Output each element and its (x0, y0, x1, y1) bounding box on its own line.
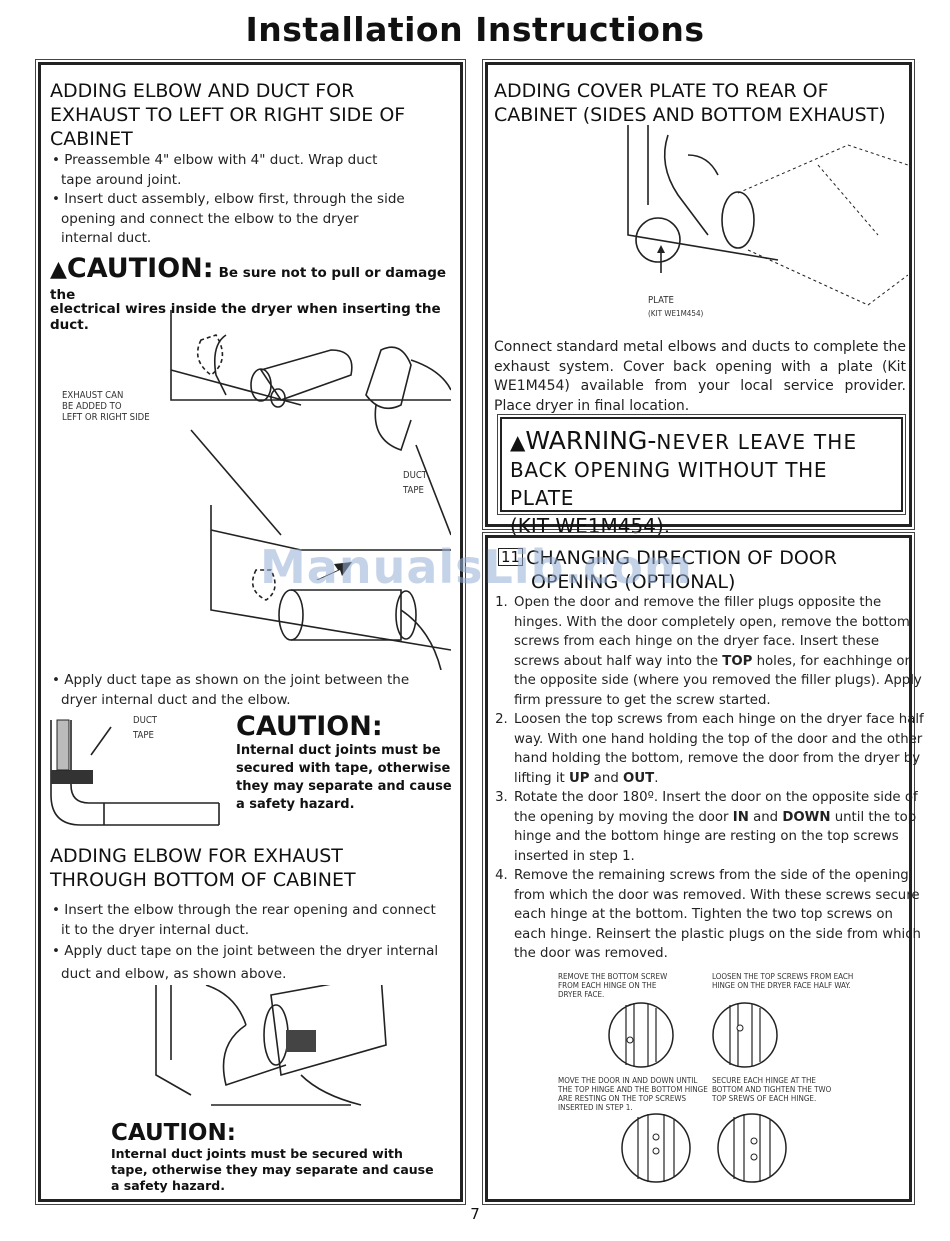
cover-plate-body: Connect standard metal elbows and ducts … (494, 339, 906, 414)
list-item: • Insert the elbow through the rear open… (52, 902, 436, 938)
warning-triangle-icon: ▲ (50, 257, 67, 282)
left-panel: ADDING ELBOW AND DUCT FOR EXHAUST TO LEF… (35, 59, 466, 1205)
page-number: 7 (470, 1205, 480, 1223)
hinge-figure-secure (717, 1113, 787, 1183)
caution-block-bottom: CAUTION: Internal duct joints must be se… (111, 1120, 434, 1193)
fig-label-remove-screw: REMOVE THE BOTTOM SCREW FROM EACH HINGE … (558, 972, 668, 999)
list-item: • Insert duct assembly, elbow first, thr… (52, 191, 405, 246)
watermark: ManualsLib.com (260, 540, 693, 594)
section-heading-cover-plate: ADDING COVER PLATE TO REAR OF CABINET (S… (494, 80, 886, 126)
section-heading-side-exhaust: ADDING ELBOW AND DUCT FOR EXHAUST TO LEF… (50, 80, 406, 150)
list-item: • Apply duct tape on the joint between t… (52, 943, 439, 982)
side-exhaust-illustration (170, 310, 451, 670)
list-item: • Apply duct tape as shown on the joint … (52, 672, 410, 708)
section-heading-bottom-exhaust: ADDING ELBOW FOR EXHAUST THROUGH BOTTOM … (50, 845, 356, 891)
list-item: Loosen the top screws from each hinge on… (512, 710, 924, 788)
right-panel-cover-plate: ADDING COVER PLATE TO REAR OF CABINET (S… (482, 59, 915, 538)
door-steps-list: Open the door and remove the filler plug… (492, 593, 924, 964)
page-title: Installation Instructions (245, 10, 705, 49)
list-item: Remove the remaining screws from the sid… (512, 866, 924, 964)
cover-plate-illustration (627, 125, 908, 306)
list-item: • Preassemble 4" elbow with 4" duct. Wra… (52, 152, 378, 188)
bottom-exhaust-illustration (155, 985, 387, 1106)
list-item: Rotate the door 180º. Insert the door on… (512, 788, 924, 866)
hinge-figure-loosen (712, 1002, 778, 1068)
caution-block-joints: CAUTION: Internal duct joints must be se… (236, 711, 452, 812)
hinge-figure-move (621, 1113, 691, 1183)
list-item: Open the door and remove the filler plug… (512, 593, 924, 710)
fig-label-loosen-screws: LOOSEN THE TOP SCREWS FROM EACH HINGE ON… (712, 972, 854, 990)
fig-label-move-door: MOVE THE DOOR IN AND DOWN UNTIL THE TOP … (558, 1076, 708, 1112)
duct-tape-joint-diagram (50, 719, 220, 826)
warning-triangle-icon: ▲ (510, 430, 526, 454)
label-duct-tape: DUCT TAPE (403, 470, 428, 496)
caution-block-wires: ▲CAUTION: Be sure not to pull or damage … (50, 253, 447, 333)
side-exhaust-bullets: • Preassemble 4" elbow with 4" duct. Wra… (51, 151, 411, 249)
label-exhaust-side: EXHAUST CAN BE ADDED TO LEFT OR RIGHT SI… (62, 390, 150, 423)
warning-box: ▲WARNING-NEVER LEAVE THE BACK OPENING WI… (497, 414, 906, 538)
bottom-exhaust-bullets: • Insert the elbow through the rear open… (51, 901, 441, 986)
step-number-badge: 11 (498, 548, 524, 566)
apply-tape-bullet: • Apply duct tape as shown on the joint … (51, 671, 421, 710)
hinge-figure-remove (608, 1002, 674, 1068)
label-plate: PLATE (KIT WE1M454) (648, 295, 704, 318)
fig-label-secure-hinge: SECURE EACH HINGE AT THE BOTTOM AND TIGH… (712, 1076, 832, 1103)
label-duct-tape-small: DUCT TAPE (133, 715, 158, 741)
